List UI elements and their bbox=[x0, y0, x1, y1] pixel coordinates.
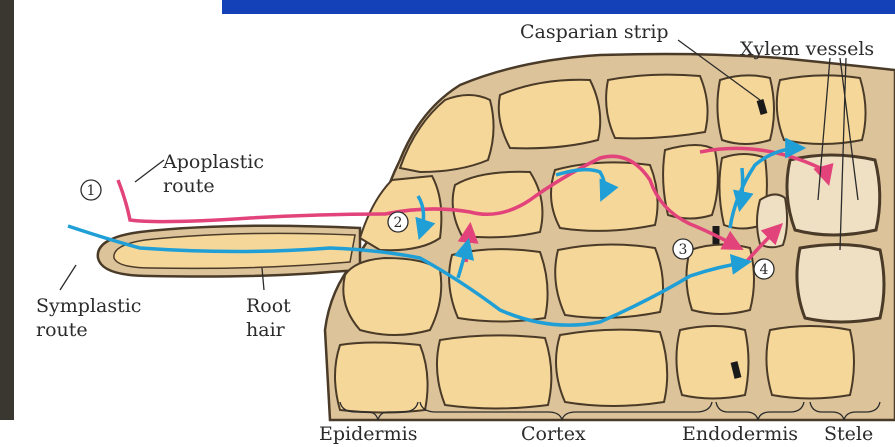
epidermis-label: Epidermis bbox=[319, 423, 417, 445]
symplastic-route-label-line2: route bbox=[36, 319, 88, 341]
marker-4: 4 bbox=[754, 259, 774, 279]
xylem-vessels-label: Xylem vessels bbox=[740, 38, 874, 60]
endodermis-label: Endodermis bbox=[682, 423, 798, 445]
marker-3: 3 bbox=[673, 239, 693, 259]
svg-text:1: 1 bbox=[87, 183, 96, 199]
svg-text:2: 2 bbox=[394, 215, 403, 231]
left-edge-strip bbox=[0, 0, 14, 420]
marker-2: 2 bbox=[388, 212, 408, 232]
apoplastic-route-label-line2: route bbox=[163, 175, 215, 197]
marker-1: 1 bbox=[81, 180, 101, 200]
casparian-strip-label: Casparian strip bbox=[520, 21, 669, 43]
cortex-label: Cortex bbox=[521, 423, 586, 445]
apoplastic-route-label-line1: Apoplastic bbox=[162, 151, 264, 173]
svg-text:4: 4 bbox=[760, 262, 769, 278]
svg-text:3: 3 bbox=[679, 242, 688, 258]
stele-label: Stele bbox=[824, 423, 873, 445]
root-hair-label-line1: Root bbox=[246, 295, 291, 317]
top-banner bbox=[222, 0, 895, 14]
symplastic-route-label-line1: Symplastic bbox=[36, 295, 141, 317]
root-hair-label-line2: hair bbox=[246, 319, 286, 341]
